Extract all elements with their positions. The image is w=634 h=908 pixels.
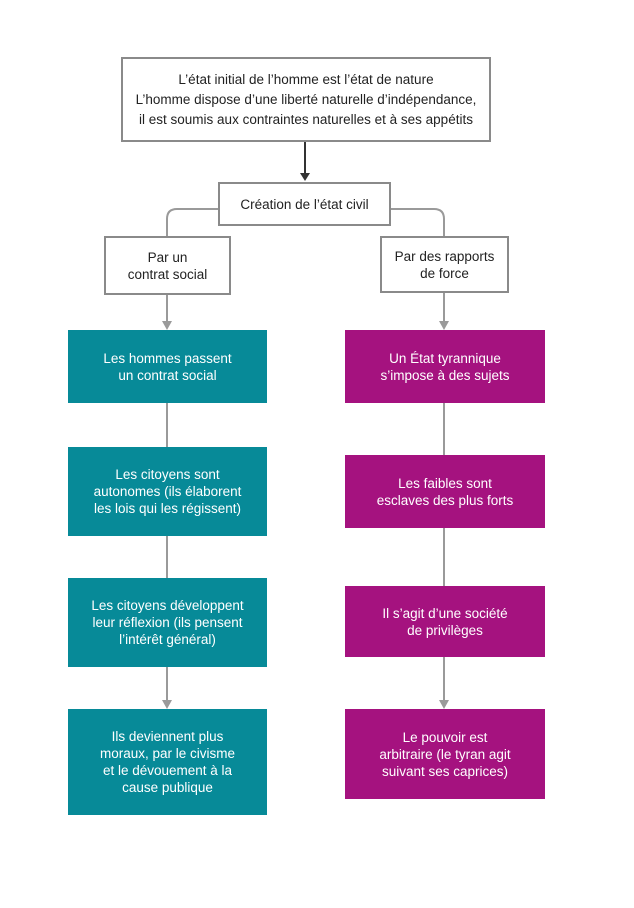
- connector-creation-to-right: [391, 208, 445, 236]
- initial-state-line-2: L’homme dispose d’une liberté naturelle …: [135, 91, 477, 107]
- force-relations-step-4-text: Le pouvoir est arbitraire (le tyran agit…: [379, 729, 511, 779]
- arrowhead-right-heading: [439, 321, 449, 330]
- arrowhead-right-3-4: [439, 700, 449, 709]
- force-relations-step-2: Les faibles sont esclaves des plus forts: [345, 455, 545, 528]
- arrowhead-left-3-4: [162, 700, 172, 709]
- force-relations-step-1: Un État tyrannique s’impose à des sujets: [345, 330, 545, 403]
- social-contract-step-2: Les citoyens sont autonomes (ils élabore…: [68, 447, 267, 536]
- initial-state-line-3: il est soumis aux contraintes naturelles…: [139, 111, 473, 127]
- force-relations-heading: Par des rapports de force: [394, 248, 495, 281]
- social-contract-step-2-text: Les citoyens sont autonomes (ils élabore…: [93, 467, 242, 516]
- force-relations-heading-box: Par des rapports de force: [380, 236, 509, 293]
- initial-state-line-1: L’état initial de l’homme est l’état de …: [178, 71, 434, 87]
- initial-state-box: L’état initial de l’homme est l’état de …: [121, 57, 491, 142]
- force-relations-step-3-text: Il s’agit d’une société de privilèges: [382, 605, 508, 638]
- force-relations-step-4: Le pouvoir est arbitraire (le tyran agit…: [345, 709, 545, 799]
- connector-creation-to-left: [166, 208, 218, 236]
- social-contract-step-1-text: Les hommes passent un contrat social: [103, 350, 232, 383]
- social-contract-heading: Par un contrat social: [127, 249, 208, 282]
- social-contract-step-3: Les citoyens développent leur réflexion …: [68, 578, 267, 667]
- social-contract-step-3-text: Les citoyens développent leur réflexion …: [91, 598, 244, 647]
- arrowhead-left-heading: [162, 321, 172, 330]
- social-contract-step-4-text: Ils deviennent plus moraux, par le civis…: [99, 729, 236, 795]
- civil-state-creation-label: Création de l’état civil: [240, 196, 369, 212]
- social-contract-step-4: Ils deviennent plus moraux, par le civis…: [68, 709, 267, 815]
- social-contract-step-1: Les hommes passent un contrat social: [68, 330, 267, 403]
- social-contract-heading-box: Par un contrat social: [104, 236, 231, 295]
- force-relations-step-3: Il s’agit d’une société de privilèges: [345, 586, 545, 657]
- arrowhead-top-to-creation: [300, 173, 310, 181]
- force-relations-step-2-text: Les faibles sont esclaves des plus forts: [376, 475, 514, 508]
- force-relations-step-1-text: Un État tyrannique s’impose à des sujets: [380, 350, 510, 383]
- civil-state-creation-box: Création de l’état civil: [218, 182, 391, 226]
